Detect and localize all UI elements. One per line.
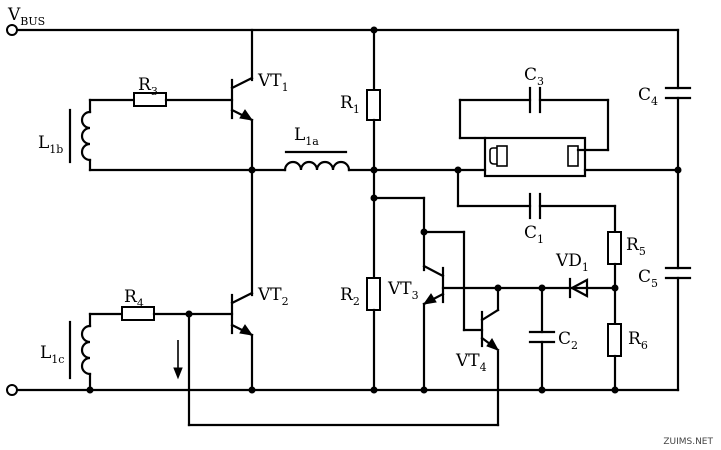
c1-branch: [456, 168, 622, 394]
label-c5: C5: [638, 267, 658, 290]
lamp-network: [454, 86, 682, 178]
label-c2: C2: [558, 329, 578, 352]
diode-vd1: [568, 277, 589, 299]
vbus-terminal: [6, 24, 18, 36]
inductor-l1a: [283, 160, 351, 172]
resistor-r6: [607, 323, 622, 357]
midpoint-node: [248, 150, 487, 174]
shutdown-loop: [187, 312, 500, 427]
transistor-vt2: [230, 168, 256, 394]
ground-rail: [6, 384, 680, 396]
resistor-r1: [366, 89, 381, 121]
label-c1: C1: [524, 223, 544, 246]
transistor-vt1: [230, 28, 254, 172]
label-r6: R6: [628, 329, 648, 352]
divider-r1-r2: [366, 26, 381, 394]
vbus-rail: [6, 24, 680, 36]
label-vt4: VT4: [455, 351, 487, 374]
label-r4: R4: [124, 287, 144, 310]
label-l1c: L1c: [40, 343, 64, 366]
label-r1: R1: [340, 93, 360, 116]
label-vt2: VT2: [257, 285, 289, 308]
inductor-l1c: [80, 324, 92, 376]
lamp-filament-left: [489, 147, 497, 165]
resistor-r5: [607, 231, 622, 265]
capacitor-c2: [528, 286, 556, 394]
ground-terminal: [6, 384, 18, 396]
label-r3: R3: [138, 75, 158, 98]
label-r2: R2: [340, 285, 360, 308]
label-l1b: L1b: [38, 133, 63, 156]
resistor-r2: [366, 277, 381, 311]
lamp-filament-right: [567, 145, 579, 167]
label-vd1: VD1: [555, 251, 589, 274]
vt2-base-circuit: [68, 306, 234, 394]
label-l1a: L1a: [294, 125, 319, 148]
lamp-tube: [483, 136, 587, 178]
vt1-base-circuit: [68, 92, 254, 172]
label-vbus: VBUS: [7, 5, 45, 28]
transistor-vt4: [420, 228, 500, 352]
label-r5: R5: [626, 235, 646, 258]
label-vt1: VT1: [257, 71, 289, 94]
label-c3: C3: [524, 65, 544, 88]
label-vt3: VT3: [387, 279, 419, 302]
label-c4: C4: [638, 85, 658, 108]
inductor-l1b: [80, 110, 92, 162]
watermark: ZUIMS.NET: [663, 437, 713, 447]
c4-c5-column: [664, 28, 692, 392]
